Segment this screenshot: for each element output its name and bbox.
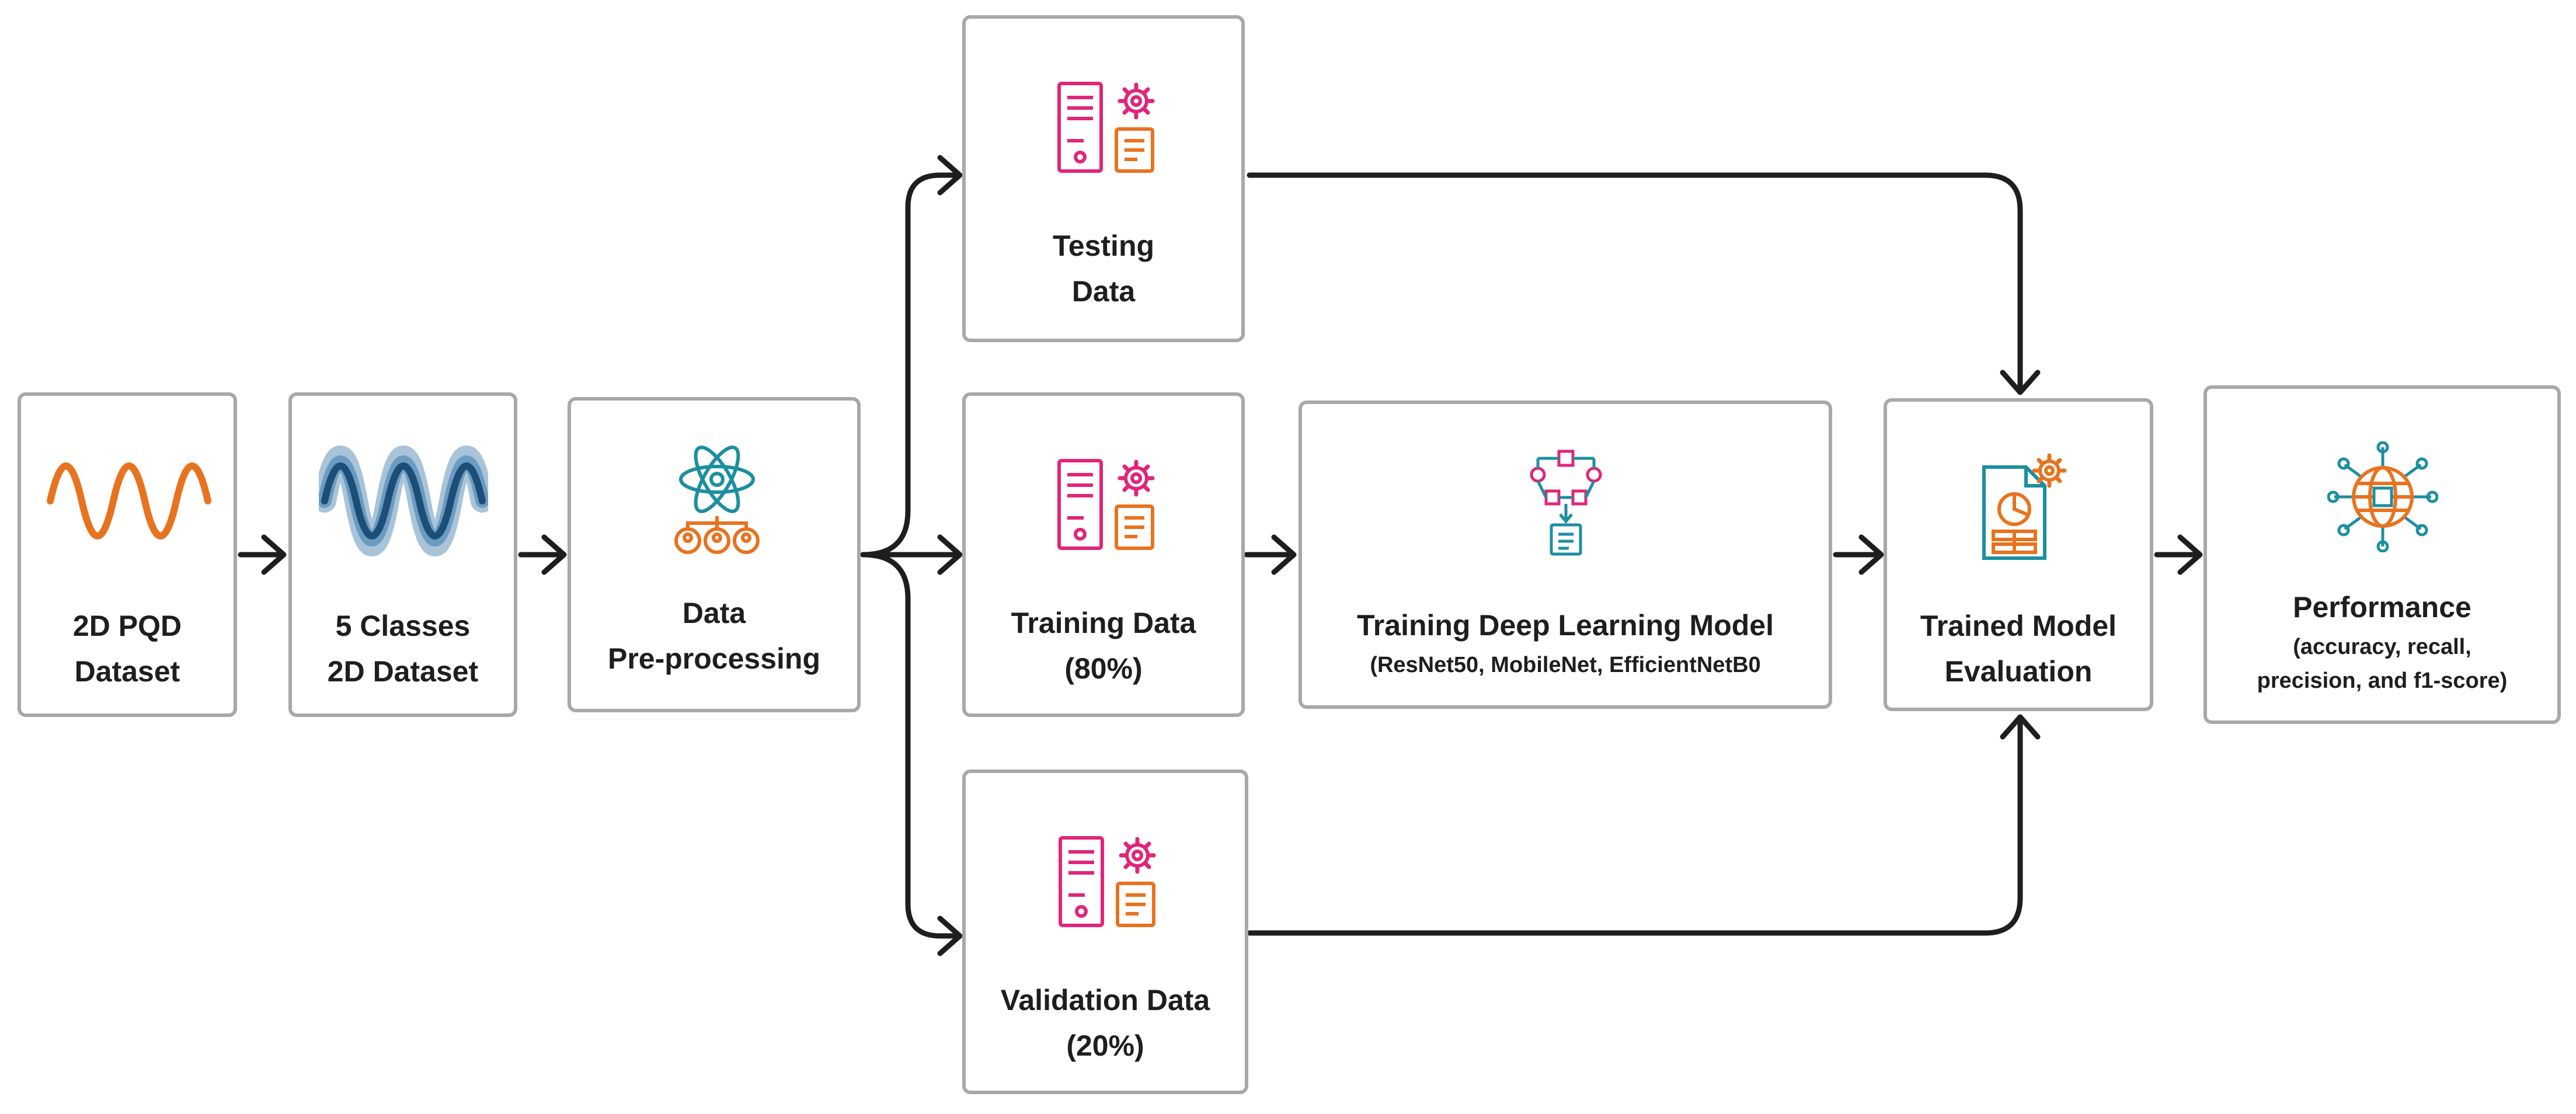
dataset-title-line1: 2D PQD <box>72 610 182 642</box>
classes-title-line1: 5 Classes <box>335 610 471 642</box>
performance-title-line3: precision, and f1-score) <box>2257 669 2508 693</box>
arrow-testing-to-evaluation <box>1247 172 2041 395</box>
node-testing: Testing Data <box>962 15 1245 342</box>
node-classes: 5 Classes 2D Dataset <box>288 392 517 717</box>
node-preprocessing: Data Pre-processing <box>568 397 861 712</box>
validation-title-line2: (20%) <box>1066 1029 1144 1062</box>
training-title-line2: (80%) <box>1064 652 1143 685</box>
arrow-model-to-evaluation <box>1833 534 1884 575</box>
arrow-training-to-model <box>1244 534 1297 575</box>
model-title-line1: Training Deep Learning Model <box>1357 609 1774 642</box>
evaluation-title-line1: Trained Model <box>1920 610 2117 642</box>
dataset-title-line2: Dataset <box>74 655 180 688</box>
arrow-evaluation-to-performance <box>2154 534 2203 575</box>
testing-title-line1: Testing <box>1052 229 1155 262</box>
node-performance: Performance (accuracy, recall, precision… <box>2203 385 2561 724</box>
sine-wave-icon <box>47 462 211 539</box>
arrow-preprocessing-to-testing <box>860 155 963 558</box>
validation-title-line1: Validation Data <box>1000 984 1210 1016</box>
performance-title-line1: Performance <box>2293 591 2471 624</box>
node-dataset: 2D PQD Dataset <box>18 392 237 717</box>
layered-wave-icon <box>319 445 488 556</box>
node-validation: Validation Data (20%) <box>962 770 1248 1094</box>
server-document-gear-icon <box>1057 459 1155 550</box>
globe-network-icon <box>2327 441 2438 552</box>
neural-network-flow-icon <box>1530 450 1602 556</box>
arrow-classes-to-preprocessing <box>518 534 567 575</box>
training-title-line1: Training Data <box>1011 607 1196 639</box>
preprocessing-title-line2: Pre-processing <box>607 642 820 675</box>
preprocessing-title-line1: Data <box>682 597 746 629</box>
node-model: Training Deep Learning Model (ResNet50, … <box>1299 401 1832 709</box>
arrow-validation-to-evaluation <box>1247 714 2041 936</box>
report-chart-gear-icon <box>1982 453 2067 560</box>
testing-title-line2: Data <box>1071 275 1136 308</box>
arrow-dataset-to-classes <box>238 534 287 575</box>
classes-title-line2: 2D Dataset <box>327 655 479 688</box>
node-evaluation: Trained Model Evaluation <box>1884 398 2153 711</box>
node-training: Training Data (80%) <box>962 392 1245 717</box>
model-title-line2: (ResNet50, MobileNet, EfficientNetB0 <box>1370 653 1761 677</box>
arrow-preprocessing-to-validation <box>860 552 963 956</box>
performance-title-line2: (accuracy, recall, <box>2293 635 2471 659</box>
server-document-gear-icon <box>1059 836 1156 927</box>
server-document-gear-icon <box>1057 82 1155 173</box>
evaluation-title-line2: Evaluation <box>1944 655 2093 688</box>
atom-people-icon <box>674 445 760 554</box>
